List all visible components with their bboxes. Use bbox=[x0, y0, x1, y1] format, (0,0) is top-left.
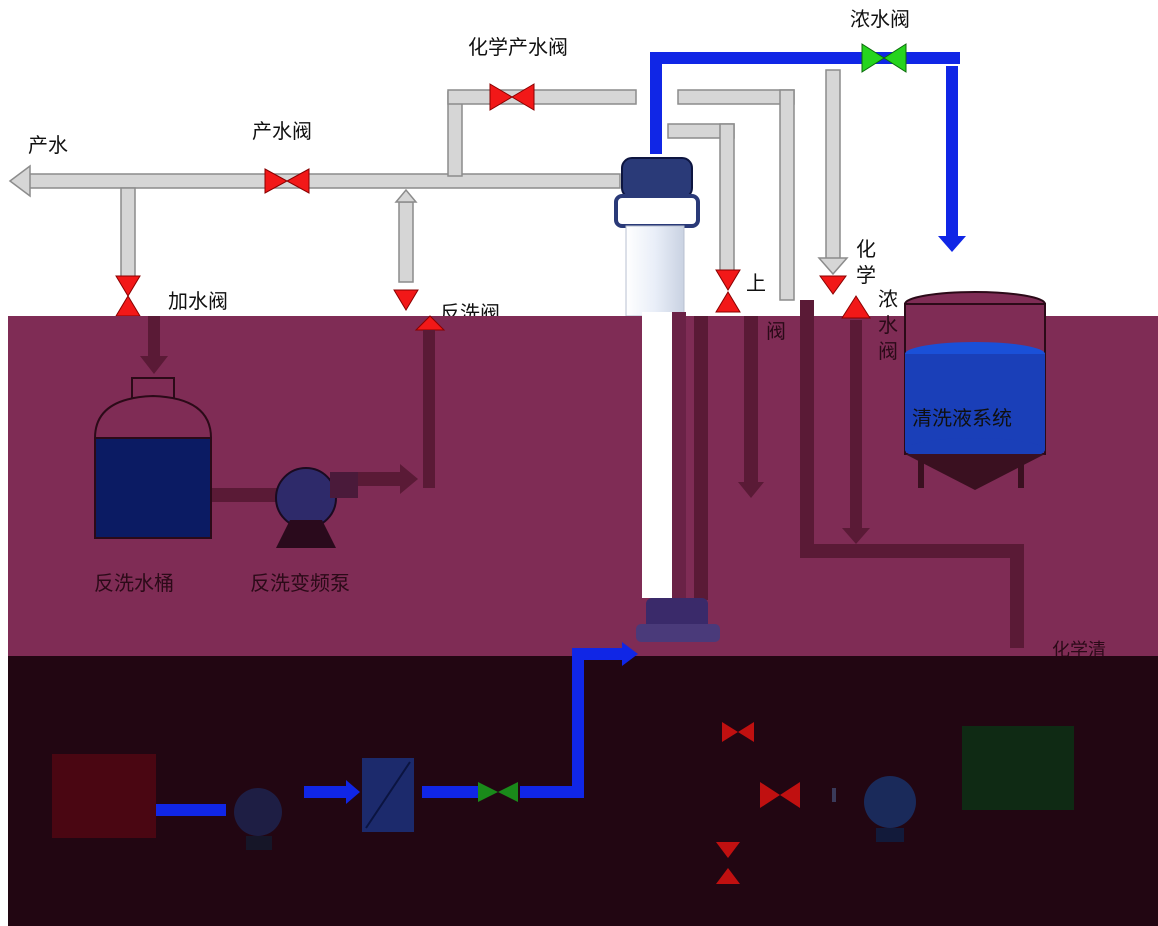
label-add-water-valve: 加水阀 bbox=[168, 289, 228, 313]
label-upper: 上 bbox=[746, 271, 766, 295]
cleaning-tank bbox=[905, 292, 1045, 490]
concentrate-valve-top[interactable] bbox=[862, 44, 906, 72]
membrane-vessel-shadow bbox=[672, 312, 686, 598]
chem-product-valve[interactable] bbox=[490, 84, 534, 110]
add-water-valve[interactable] bbox=[116, 276, 140, 316]
label-side-char: 阀 bbox=[766, 319, 786, 343]
membrane-vessel-bottom bbox=[636, 598, 720, 642]
upper-valve[interactable] bbox=[716, 270, 740, 312]
label-product-valve: 产水阀 bbox=[252, 119, 312, 143]
label-chem-col2: 学 bbox=[856, 263, 876, 287]
clean-tank bbox=[962, 726, 1074, 810]
label-chem-col1: 化 bbox=[856, 237, 876, 261]
label-chem-product-valve: 化学产水阀 bbox=[468, 35, 568, 59]
prefilter bbox=[362, 758, 414, 832]
membrane-vessel-lower bbox=[642, 312, 672, 598]
label-conc-col2: 水 bbox=[878, 313, 898, 337]
chem-valve-small[interactable] bbox=[820, 276, 846, 294]
product-water-pipe bbox=[10, 166, 620, 196]
product-valve[interactable] bbox=[265, 169, 309, 193]
chem-product-pipe bbox=[448, 90, 636, 176]
label-backwash-tank: 反洗水桶 bbox=[94, 571, 174, 595]
backwash-pipe bbox=[396, 190, 416, 282]
concentrate-gray-pipe bbox=[819, 70, 847, 274]
label-backwash-pump: 反洗变频泵 bbox=[250, 571, 350, 595]
label-tank: 清洗液系统 bbox=[912, 406, 1012, 430]
label-conc-col1: 浓 bbox=[878, 287, 898, 311]
concentrate-valve-lower[interactable] bbox=[842, 296, 870, 318]
raw-water-tank bbox=[52, 754, 156, 838]
label-product-water: 产水 bbox=[28, 133, 68, 157]
membrane-vessel bbox=[616, 158, 698, 316]
label-concentrate-valve-top: 浓水阀 bbox=[850, 7, 910, 31]
product-water-arrow-icon bbox=[10, 166, 30, 196]
add-water-pipe bbox=[121, 188, 135, 278]
backwash-valve[interactable] bbox=[394, 290, 418, 310]
label-conc-col3: 阀 bbox=[878, 339, 898, 363]
